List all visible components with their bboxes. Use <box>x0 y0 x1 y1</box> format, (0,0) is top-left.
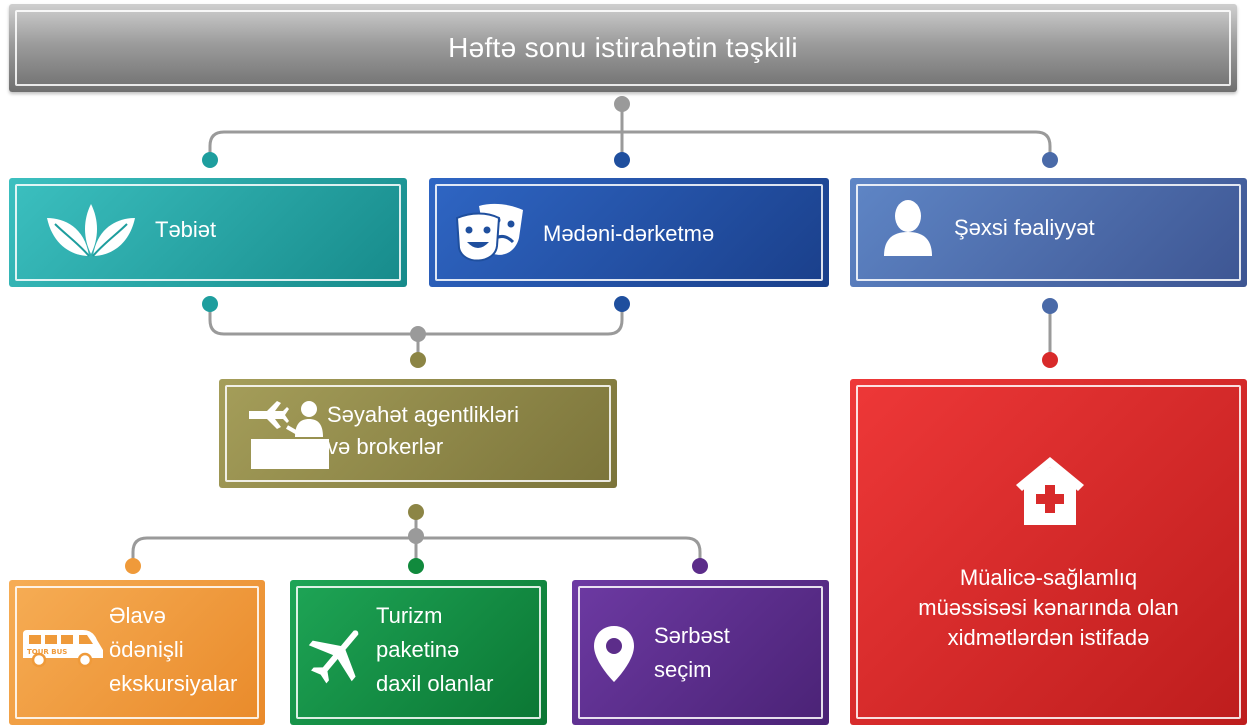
option-excursions: TOUR BUS Əlavə ödənişli ekskursiyalar <box>9 580 265 725</box>
person-icon <box>884 200 932 256</box>
option-free-choice: Sərbəst seçim <box>572 580 829 725</box>
health-line2: müəssisəsi kənarında olan <box>918 595 1179 620</box>
excursions-line2: ödənişli <box>109 637 184 662</box>
option-tourism-package: Turizm paketinə daxil olanlar <box>290 580 547 725</box>
package-line3: daxil olanlar <box>376 671 494 696</box>
map-pin-icon <box>594 626 634 682</box>
category-cultural-label: Mədəni-dərketmə <box>543 221 715 246</box>
excursions-line1: Əlavə <box>109 603 166 628</box>
svg-text:TOUR BUS: TOUR BUS <box>27 648 67 656</box>
tour-bus-icon: TOUR BUS <box>23 630 103 668</box>
travel-agencies-line1: Səyahət agentlikləri <box>327 402 520 427</box>
leaves-icon <box>47 204 135 257</box>
airplane-icon <box>308 630 359 684</box>
category-nature-label: Təbiət <box>155 217 217 242</box>
package-line1: Turizm <box>376 603 443 628</box>
health-line3: xidmətlərdən istifadə <box>947 625 1150 650</box>
package-line2: paketinə <box>376 637 460 662</box>
health-line1: Müalicə-sağlamlıq <box>959 565 1138 590</box>
travel-desk-icon <box>249 401 329 469</box>
health-services-box: Müalicə-sağlamlıq müəssisəsi kənarında o… <box>850 379 1247 725</box>
travel-agencies-line2: və brokerlər <box>327 434 444 459</box>
category-personal: Şəxsi fəaliyyət <box>850 178 1247 287</box>
free-choice-line2: seçim <box>654 657 712 682</box>
free-choice-line1: Sərbəst <box>654 623 730 648</box>
travel-agencies-box: Səyahət agentlikləri və brokerlər <box>219 379 617 488</box>
category-personal-label: Şəxsi fəaliyyət <box>954 215 1095 240</box>
diagram-title-box: Həftə sonu istirahətin təşkili <box>9 4 1237 92</box>
category-cultural: Mədəni-dərketmə <box>429 178 829 287</box>
hospital-icon <box>1016 457 1084 525</box>
excursions-line3: ekskursiyalar <box>109 671 238 696</box>
theater-masks-icon <box>455 203 523 262</box>
diagram-title: Həftə sonu istirahətin təşkili <box>448 32 798 63</box>
category-nature: Təbiət <box>9 178 407 287</box>
